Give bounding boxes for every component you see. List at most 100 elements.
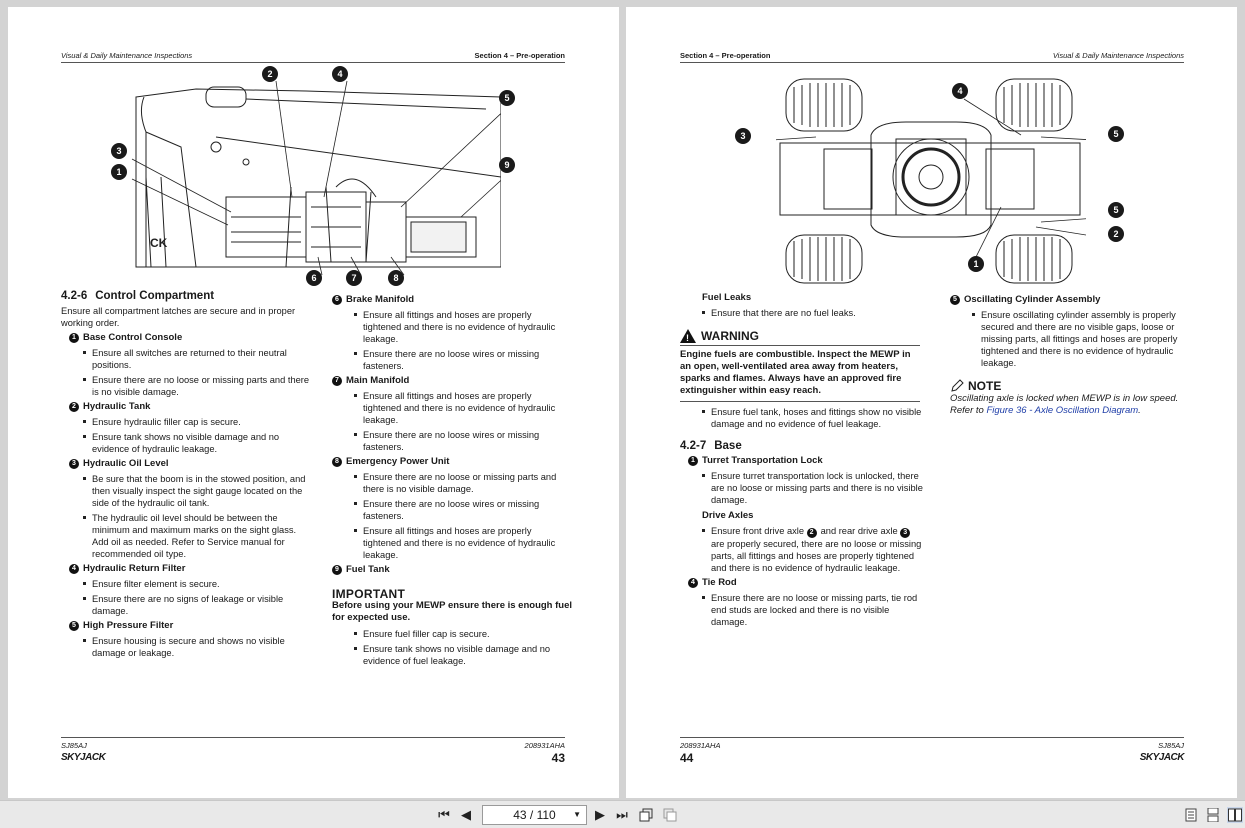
warning-heading: ! WARNING (680, 329, 923, 343)
item-title: Turret Transportation Lock (702, 455, 823, 466)
badge-1: 1 (688, 456, 698, 466)
item-title: Hydraulic Oil Level (83, 458, 169, 469)
callout-1: 1 (111, 164, 127, 180)
bullet: Ensure there are no loose or missing par… (354, 471, 572, 495)
warning-icon: ! (680, 329, 696, 343)
badge-6: 6 (332, 295, 342, 305)
callout-3: 3 (111, 143, 127, 159)
first-page-icon[interactable]: ⏮ (438, 807, 450, 822)
document-viewer: Visual & Daily Maintenance Inspections S… (8, 7, 1237, 798)
bullet-list: Ensure housing is secure and shows no vi… (83, 635, 311, 659)
callout-9: 9 (499, 157, 515, 173)
item-title: Emergency Power Unit (346, 456, 450, 467)
page-43: Visual & Daily Maintenance Inspections S… (8, 7, 619, 798)
footer-doc-number: 208931AHA (524, 741, 565, 750)
item-title: Base Control Console (83, 332, 183, 343)
page-44: Section 4 – Pre-operation Visual & Daily… (626, 7, 1237, 798)
skyjack-logo: SKYJACK (61, 752, 106, 763)
bullet-list: Ensure hydraulic filler cap is secure. E… (83, 416, 311, 455)
bullet: Ensure hydraulic filler cap is secure. (83, 416, 311, 428)
bullet: Ensure there are no loose wires or missi… (354, 348, 572, 372)
item-title: Tie Rod (702, 577, 737, 588)
page-number: 44 (680, 751, 694, 765)
header-right: Section 4 – Pre-operation (474, 51, 565, 60)
heading-text: Base (714, 440, 742, 452)
bullet: Ensure housing is secure and shows no vi… (83, 635, 311, 659)
badge-3: 3 (900, 528, 911, 538)
badge-8: 8 (332, 457, 342, 467)
item-title: Oscillating Cylinder Assembly (964, 294, 1101, 305)
warning-title: WARNING (701, 329, 759, 343)
callout-4: 4 (332, 66, 348, 82)
bullet: Ensure all fittings and hoses are proper… (354, 525, 572, 561)
callout-5-top: 5 (1108, 126, 1124, 142)
note-end: . (1138, 405, 1141, 416)
heading-number: 4.2-7 (680, 440, 707, 452)
bullet-list: Ensure there are no loose or missing par… (702, 592, 923, 628)
bullet-list: Ensure that there are no fuel leaks. (702, 307, 923, 319)
skyjack-logo: SKYJACK (1139, 752, 1185, 763)
last-page-icon[interactable]: ⏭ (616, 807, 628, 822)
callout-5-bottom: 5 (1108, 202, 1124, 218)
warning-rule (680, 345, 920, 346)
important-title: IMPORTANT (332, 587, 406, 601)
footer-rule (680, 737, 1184, 738)
callout-1: 1 (968, 256, 984, 272)
text: and rear drive axle (820, 526, 898, 536)
bullet: Ensure there are no loose wires or missi… (354, 429, 572, 453)
badge-5: 5 (69, 621, 79, 631)
continuous-view-icon[interactable] (1205, 807, 1221, 823)
callout-8: 8 (388, 270, 404, 286)
bullet-list: Ensure turret transportation lock is unl… (702, 470, 923, 506)
base-chassis-illustration (776, 78, 1086, 284)
item-title: Fuel Tank (346, 564, 390, 575)
bullet-list: Ensure all fittings and hoses are proper… (354, 390, 572, 453)
important-text: Before using your MEWP ensure there is e… (332, 600, 573, 623)
bullet: Ensure that there are no fuel leaks. (702, 307, 923, 319)
item-hydraulic-return-filter: 4 Hydraulic Return Filter (69, 563, 311, 575)
item-title: Hydraulic Return Filter (83, 563, 186, 574)
badge-4: 4 (688, 578, 698, 588)
bullet: Ensure there are no loose or missing par… (83, 374, 311, 398)
text: are properly secured, there are no loose… (711, 539, 922, 573)
callout-7: 7 (346, 270, 362, 286)
viewer-toolbar: ⏮ ◀ 43 / 110▼ ▶ ⏭ (0, 800, 1245, 828)
bullet: Ensure tank shows no visible damage and … (83, 431, 311, 455)
note-body: Oscillating axle is locked when MEWP is … (950, 393, 1179, 416)
callout-2: 2 (1108, 226, 1124, 242)
badge-3: 3 (69, 459, 79, 469)
heading-number: 4.2-6 (61, 290, 88, 302)
bullet: Ensure all switches are returned to thei… (83, 347, 311, 371)
go-forward-icon[interactable] (662, 807, 678, 823)
note-title: NOTE (968, 379, 1002, 393)
item-title: Brake Manifold (346, 294, 415, 305)
footer-model: SJ85AJ (61, 741, 87, 750)
page-selector[interactable]: 43 / 110▼ (482, 805, 587, 825)
note-box: NOTE Oscillating axle is locked when MEW… (950, 379, 1182, 417)
go-back-icon[interactable] (638, 807, 654, 823)
prev-page-icon[interactable]: ◀ (461, 807, 471, 822)
fuel-leaks-title: Fuel Leaks (702, 292, 752, 303)
bullet: Ensure there are no loose wires or missi… (354, 498, 572, 522)
bullet: Ensure fuel filler cap is secure. (354, 628, 572, 640)
section-heading: 4.2-7 Base (680, 440, 923, 452)
intro-text: Ensure all compartment latches are secur… (61, 306, 296, 328)
header-rule (61, 62, 565, 63)
figure-link[interactable]: Figure 36 - Axle Oscillation Diagram (986, 405, 1139, 416)
next-page-icon[interactable]: ▶ (595, 807, 605, 822)
item-turret-lock: 1 Turret Transportation Lock (688, 455, 923, 467)
item-title: Hydraulic Tank (83, 401, 151, 412)
two-page-view-icon[interactable] (1227, 807, 1243, 823)
bullet: Ensure there are no signs of leakage or … (83, 593, 311, 617)
callout-6: 6 (306, 270, 322, 286)
note-text: Oscillating axle is locked when MEWP is … (950, 393, 1182, 417)
bullet: Ensure all fittings and hoses are proper… (354, 309, 572, 345)
badge-4: 4 (69, 564, 79, 574)
page-display: 43 / 110 (513, 808, 556, 822)
bullet: Ensure tank shows no visible damage and … (354, 643, 572, 667)
single-page-view-icon[interactable] (1183, 807, 1199, 823)
callout-3: 3 (735, 128, 751, 144)
